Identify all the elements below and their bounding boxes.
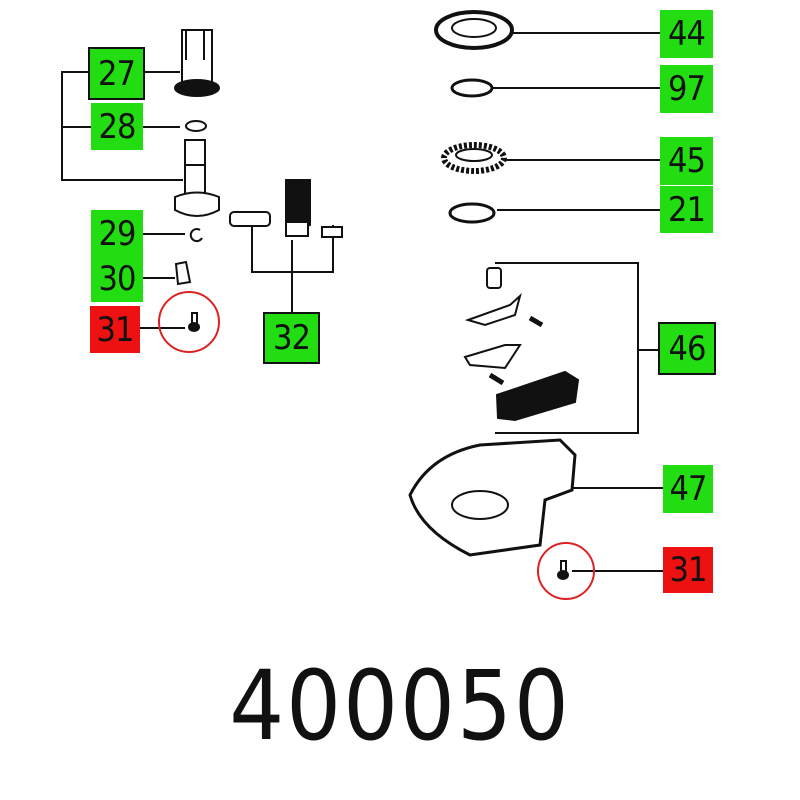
part-label-45[interactable]: 45 — [660, 137, 713, 185]
leader-lines — [61, 32, 663, 572]
part-label-32[interactable]: 32 — [263, 312, 320, 364]
part-31-screw-left — [158, 291, 220, 353]
part-97-ring — [450, 78, 494, 98]
part-label-30[interactable]: 30 — [91, 255, 143, 302]
part-label-31-left[interactable]: 31 — [90, 306, 140, 353]
part-28-oring — [185, 120, 207, 132]
part-47-housing — [408, 438, 577, 557]
part-label-46[interactable]: 46 — [658, 322, 716, 375]
part-spindle — [174, 139, 220, 217]
part-27-shaft — [174, 29, 220, 97]
part-46-assembly — [463, 267, 580, 422]
part-45-gear — [441, 142, 507, 174]
part-31-screw-right — [537, 542, 595, 600]
part-44-bearing — [434, 10, 514, 50]
part-label-31-right[interactable]: 31 — [663, 547, 713, 593]
part-label-44[interactable]: 44 — [660, 10, 713, 58]
part-label-28[interactable]: 28 — [91, 103, 143, 150]
part-label-29[interactable]: 29 — [91, 210, 143, 257]
part-label-21[interactable]: 21 — [660, 186, 713, 233]
part-label-97[interactable]: 97 — [660, 65, 713, 113]
part-30-clip — [174, 260, 192, 286]
part-21-ring — [448, 202, 496, 224]
part-label-27[interactable]: 27 — [88, 47, 145, 100]
drawing-number: 400050 — [229, 650, 571, 762]
part-29-circlip — [189, 228, 203, 243]
part-32-lever — [229, 179, 343, 238]
part-label-47[interactable]: 47 — [663, 465, 713, 513]
